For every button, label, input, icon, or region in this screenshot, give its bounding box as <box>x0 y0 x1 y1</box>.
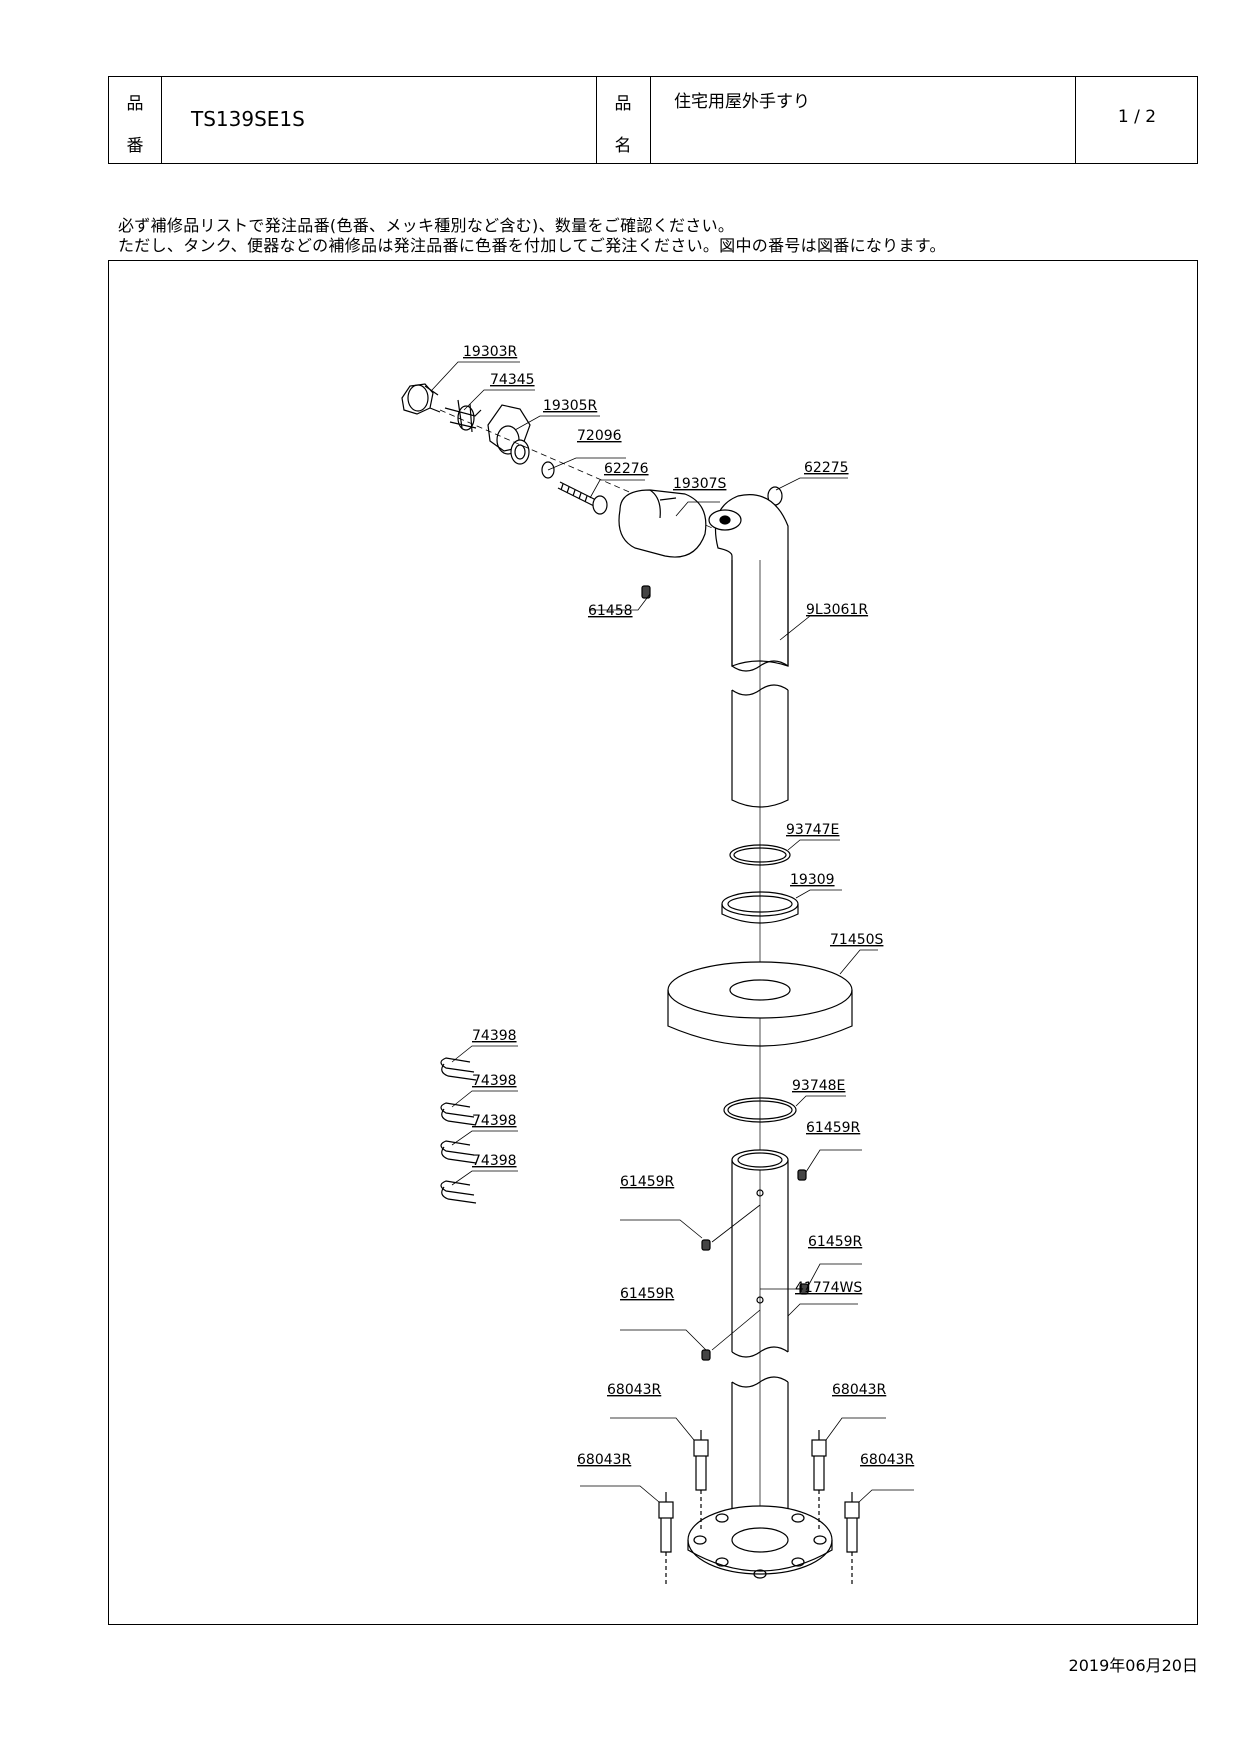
hinban-label-bottom: 番 <box>126 136 144 156</box>
anchor-bolt-shapes <box>658 1430 860 1585</box>
label-74398-1: 74398 <box>472 1028 517 1044</box>
label-61459R-4: 61459R <box>620 1286 675 1302</box>
hinban-label-top: 品 <box>126 94 144 114</box>
label-68043R-3: 68043R <box>577 1452 632 1468</box>
wall-bracket-shape <box>618 489 707 599</box>
divider <box>596 77 597 163</box>
divider <box>650 77 651 163</box>
label-93748E: 93748E <box>792 1078 845 1094</box>
label-74398-4: 74398 <box>472 1153 517 1169</box>
label-74398-2: 74398 <box>472 1073 517 1089</box>
label-93747E: 93747E <box>786 822 839 838</box>
label-19309: 19309 <box>790 872 835 888</box>
label-61459R-1: 61459R <box>806 1120 861 1136</box>
base-plate-shape <box>687 1505 833 1579</box>
label-61458: 61458 <box>588 603 633 619</box>
divider <box>161 77 162 163</box>
elbow-pipe-shape <box>708 494 789 808</box>
u-clip-shapes <box>440 1057 477 1204</box>
title-block: 品 番 TS139SE1S 品 名 住宅用屋外手すり 1 / 2 <box>108 76 1198 164</box>
label-41774WS: 41774WS <box>795 1280 862 1296</box>
label-62276: 62276 <box>604 461 649 477</box>
ring-shape <box>721 891 799 924</box>
label-62275: 62275 <box>804 460 849 476</box>
label-19303R: 19303R <box>463 344 518 360</box>
note-line-2: ただし、タンク、便器などの補修品は発注品番に色番を付加してご発注ください。図中の… <box>118 236 946 255</box>
clip-shape <box>444 399 482 433</box>
screw-shape <box>557 481 608 515</box>
note-line-1: 必ず補修品リストで発注品番(色番、メッキ種別など含む)、数量をご確認ください。 <box>118 216 735 235</box>
flange-cover-shape <box>667 961 853 1047</box>
label-74398-3: 74398 <box>472 1113 517 1129</box>
hinmei-label-top: 品 <box>614 94 632 114</box>
drawing-frame <box>108 260 1198 1625</box>
label-19307S: 19307S <box>673 476 727 492</box>
page-number: 1 / 2 <box>1117 107 1157 127</box>
part-number: TS139SE1S <box>191 107 305 131</box>
cap-nut-shape <box>401 383 441 415</box>
fitting-shape <box>487 404 531 465</box>
label-68043R-1: 68043R <box>607 1382 662 1398</box>
label-68043R-4: 68043R <box>860 1452 915 1468</box>
washer-shape <box>541 461 555 479</box>
hinmei-label-bottom: 名 <box>614 136 632 156</box>
issue-date: 2019年06月20日 <box>1068 1656 1198 1675</box>
label-9L3061R: 9L3061R <box>806 602 868 618</box>
divider <box>1075 77 1076 163</box>
label-19305R: 19305R <box>543 398 598 414</box>
label-61459R-2: 61459R <box>620 1174 675 1190</box>
product-name: 住宅用屋外手すり <box>674 92 810 112</box>
o-ring-shape <box>729 844 791 866</box>
label-71450S: 71450S <box>830 932 884 948</box>
label-74345: 74345 <box>490 372 535 388</box>
post-shape <box>731 1149 789 1540</box>
label-72096: 72096 <box>577 428 622 444</box>
label-61459R-3: 61459R <box>808 1234 863 1250</box>
label-68043R-2: 68043R <box>832 1382 887 1398</box>
o-ring-shape-2 <box>723 1097 797 1123</box>
